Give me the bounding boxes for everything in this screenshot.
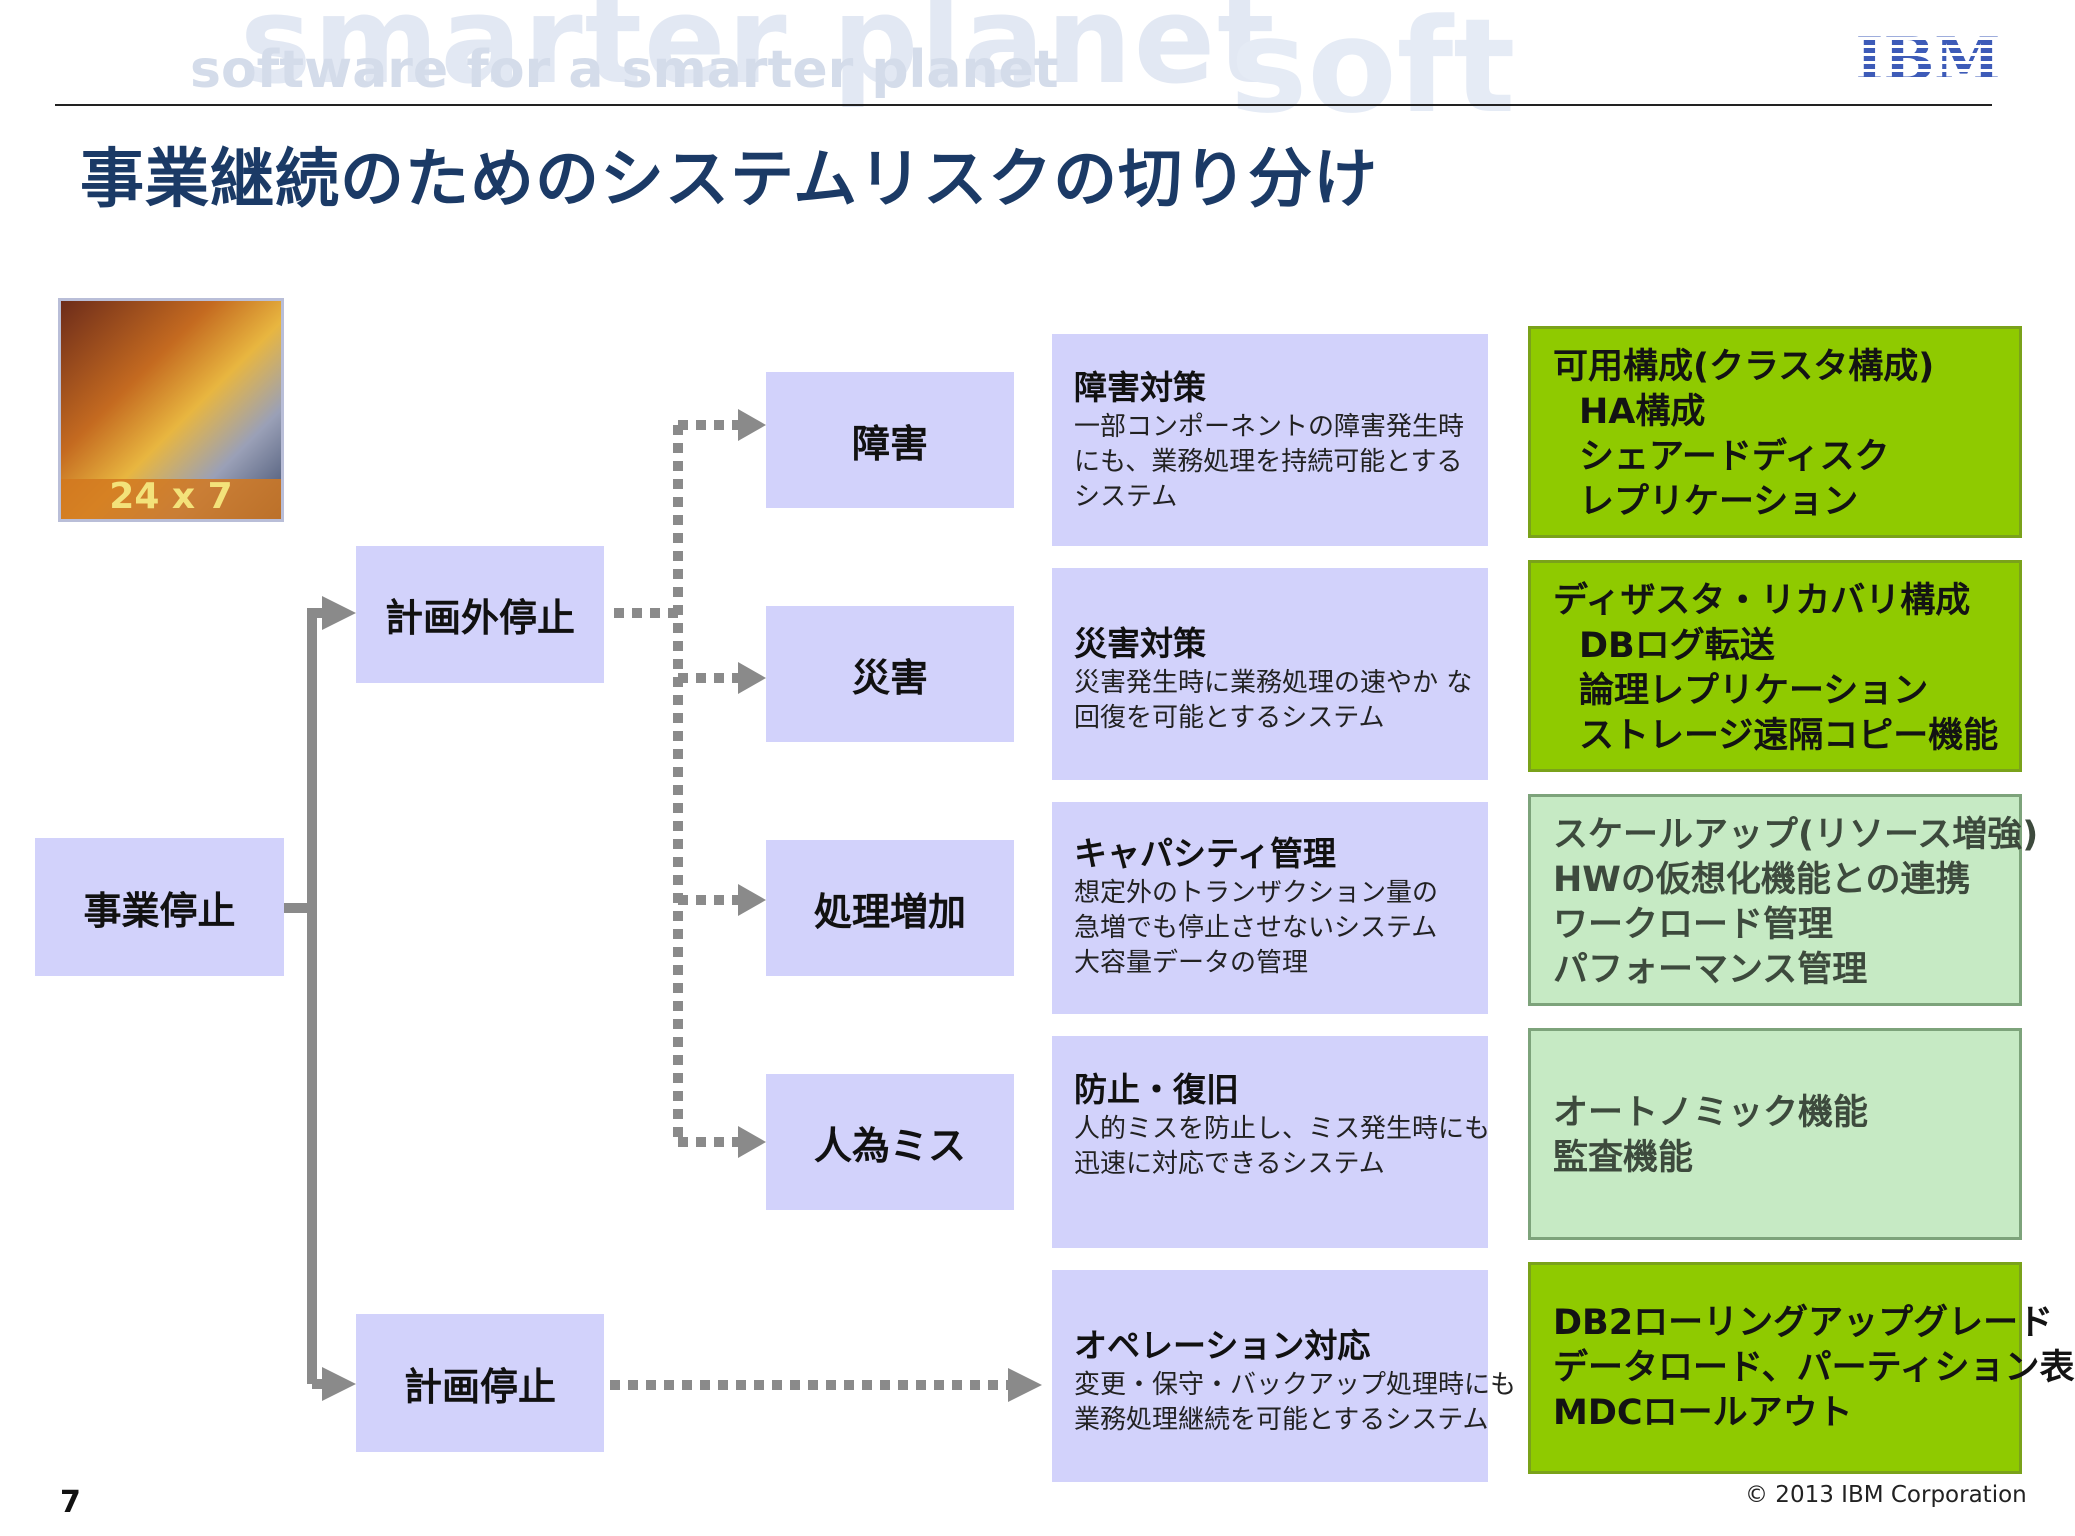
risk-failure-box: 障害 (766, 372, 1014, 508)
measure-line: 回復を可能とするシステム (1074, 703, 1385, 733)
solution-line: データロード、パーティション表 (1553, 1348, 2075, 1388)
measure-line: にも、業務処理を持続可能とする (1074, 447, 1463, 477)
risk-human-error-box: 人為ミス (766, 1074, 1014, 1210)
clock-image-label: 24 x 7 (109, 476, 233, 517)
measure-disaster-box: 災害対策 災害発生時に業務処理の速やか な 回復を可能とするシステム (1052, 568, 1488, 780)
measure-line: 業務処理継続を可能とするシステム (1074, 1405, 1489, 1435)
unplanned-stop-box: 計画外停止 (356, 546, 604, 683)
measure-operation-box: オペレーション対応 変更・保守・バックアップ処理時にも 業務処理継続を可能とする… (1052, 1270, 1517, 1482)
solution-autonomic-box: オートノミック機能 監査機能 (1528, 1028, 2022, 1240)
measure-capacity-box: キャパシティ管理 想定外のトランザクション量の 急増でも停止させないシステム 大… (1052, 802, 1488, 1014)
header-rule (55, 104, 1992, 106)
arrow-to-load (738, 884, 766, 916)
measure-line: 想定外のトランザクション量の (1074, 878, 1439, 908)
arrow-to-operation (1008, 1368, 1042, 1402)
watermark-sub: software for a smarter planet (190, 40, 1059, 100)
measure-line: 急増でも停止させないシステム (1074, 913, 1438, 943)
measure-failure-box: 障害対策 一部コンポーネントの障害発生時 にも、業務処理を持続可能とする システ… (1052, 334, 1488, 546)
solution-availability-box: 可用構成(クラスタ構成) HA構成 シェアードディスク レプリケーション (1528, 326, 2022, 538)
measure-line: 一部コンポーネントの障害発生時 (1074, 412, 1465, 442)
solution-operation-box: DB2ローリングアップグレード データロード、パーティション表 MDCロールアウ… (1528, 1262, 2075, 1474)
risk-disaster-box: 災害 (766, 606, 1014, 742)
solution-line: HWの仮想化機能との連携 (1553, 860, 1971, 900)
solution-line: 論理レプリケーション (1579, 671, 1929, 711)
arrow-to-planned (322, 1367, 356, 1401)
measure-heading: 災害対策 (1074, 624, 1206, 663)
solution-line: ストレージ遠隔コピー機能 (1579, 716, 1999, 756)
solution-line: シェアードディスク (1579, 437, 1890, 477)
watermark-main: smarter planet (240, 0, 1277, 111)
solution-line: パフォーマンス管理 (1553, 950, 1868, 990)
ibm-logo: IBM (1855, 25, 2000, 95)
copyright: © 2013 IBM Corporation (1745, 1482, 2027, 1508)
arrow-to-human-error (738, 1126, 766, 1158)
measure-line: 災害発生時に業務処理の速やか な (1074, 668, 1473, 698)
measure-heading: 防止・復旧 (1074, 1070, 1239, 1109)
measure-heading: 障害対策 (1074, 368, 1206, 407)
planned-stop-box: 計画停止 (356, 1314, 604, 1452)
measure-line: 大容量データの管理 (1074, 948, 1309, 978)
measure-heading: キャパシティ管理 (1074, 834, 1337, 873)
measure-prevention-box: 防止・復旧 人的ミスを防止し、ミス発生時にも 迅速に対応できるシステム (1052, 1036, 1491, 1248)
measure-heading: オペレーション対応 (1074, 1326, 1371, 1365)
clock-image: 24 x 7 (58, 298, 284, 522)
solution-line: HA構成 (1579, 392, 1706, 432)
solution-line: スケールアップ(リソース増強) (1553, 815, 2039, 855)
measure-line: システム (1074, 482, 1178, 512)
arrow-to-unplanned (322, 596, 356, 630)
watermark-right: soft (1230, 0, 1516, 142)
solution-line: ワークロード管理 (1553, 905, 1834, 945)
solution-line: 可用構成(クラスタ構成) (1553, 347, 1935, 387)
measure-line: 変更・保守・バックアップ処理時にも (1074, 1370, 1517, 1400)
page-title: 事業継続のためのシステムリスクの切り分け (80, 143, 1379, 217)
measure-line: 人的ミスを防止し、ミス発生時にも (1074, 1114, 1491, 1144)
page-number: 7 (60, 1485, 81, 1520)
solution-line: レプリケーション (1579, 482, 1859, 522)
clock-image-band (61, 479, 281, 519)
solution-capacity-box: スケールアップ(リソース増強) HWの仮想化機能との連携 ワークロード管理 パフ… (1528, 794, 2039, 1006)
solution-line: MDCロールアウト (1553, 1393, 1853, 1433)
ibm-logo-text: IBM (1855, 25, 2000, 95)
header-banner: smarter planet software for a smarter pl… (0, 0, 1900, 142)
solution-line: ディザスタ・リカバリ構成 (1553, 581, 1971, 621)
solution-line: DBログ転送 (1579, 626, 1775, 666)
solution-line: オートノミック機能 (1553, 1093, 1869, 1133)
root-box: 事業停止 (35, 838, 284, 976)
solution-line: DB2ローリングアップグレード (1553, 1303, 2054, 1343)
arrow-to-disaster (738, 662, 766, 694)
solution-dr-box: ディザスタ・リカバリ構成 DBログ転送 論理レプリケーション ストレージ遠隔コピ… (1528, 560, 2022, 772)
solution-line: 監査機能 (1553, 1138, 1694, 1178)
risk-load-box: 処理増加 (766, 840, 1014, 976)
arrow-to-failure (738, 409, 766, 441)
measure-line: 迅速に対応できるシステム (1074, 1149, 1385, 1179)
